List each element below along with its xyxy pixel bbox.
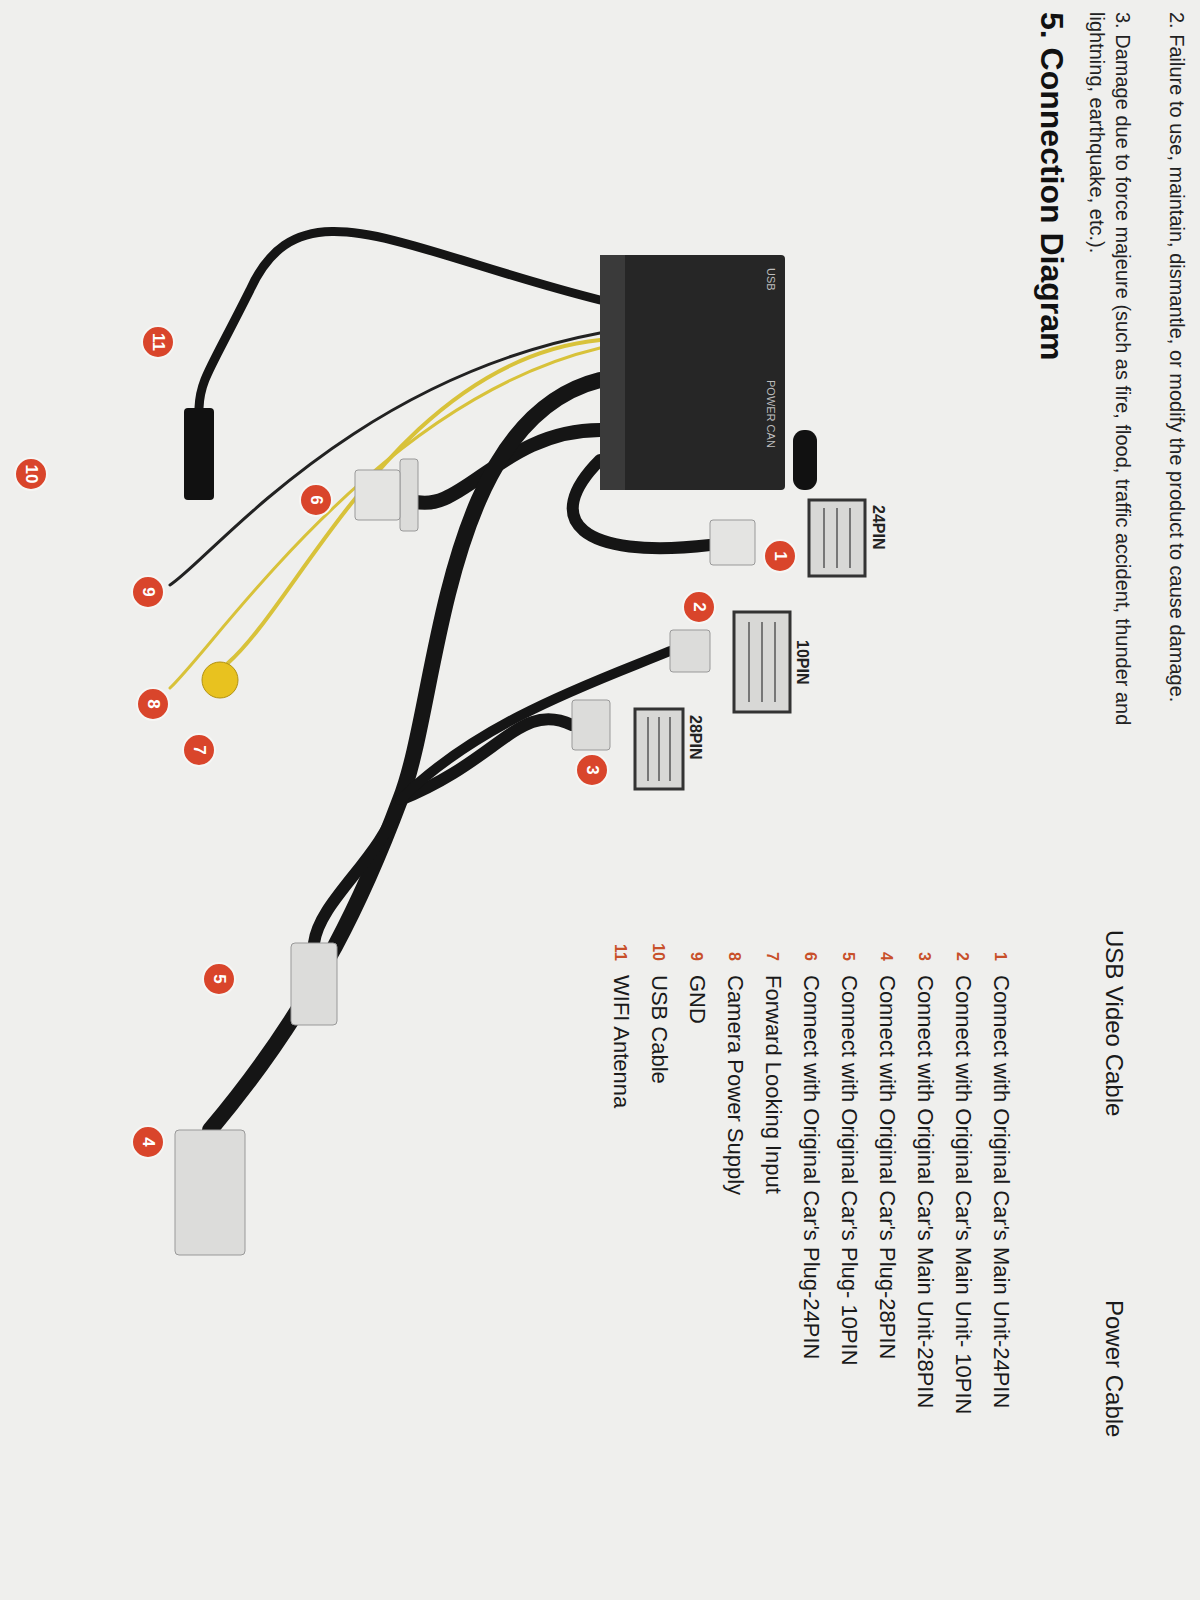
list-text: Connect with Original Car's Plug- 10PIN xyxy=(834,975,863,1575)
pin-count: 24PIN xyxy=(867,505,888,549)
callout-number: 10 xyxy=(14,457,48,491)
list-text: WIFI Antenna xyxy=(606,975,635,1575)
callout-text: 7 xyxy=(189,745,209,754)
callout-text: 2 xyxy=(689,602,709,611)
list-number: 2 xyxy=(951,925,972,961)
list-number: 1 xyxy=(989,925,1010,961)
list-number: 11 xyxy=(609,925,630,961)
section-heading: 5. Connection Diagram xyxy=(1030,12,1072,361)
callout-number: 1 xyxy=(763,539,797,573)
list-text: Connect with Original Car's Plug-24PIN xyxy=(796,975,825,1575)
list-text: USB Cable xyxy=(644,975,673,1575)
callout-number: 5 xyxy=(202,962,236,996)
callout-text: 5 xyxy=(209,974,229,983)
list-number: 9 xyxy=(685,925,706,961)
list-text: Connect with Original Car's Plug-28PIN xyxy=(872,975,901,1575)
list-text: Forward Looking Input xyxy=(758,975,787,1575)
callout-number: 4 xyxy=(131,1125,165,1159)
list-number: 5 xyxy=(837,925,858,961)
callout-number: 2 xyxy=(682,590,716,624)
list-number: 7 xyxy=(761,925,782,961)
callout-number: 3 xyxy=(575,753,609,787)
port-label: USB xyxy=(764,268,778,291)
warranty-note: 3. Damage due to force majeure (such as … xyxy=(1084,12,1136,772)
callout-number: 7 xyxy=(182,733,216,767)
product-label: USB Video Cable xyxy=(1099,930,1130,1116)
callout-text: 4 xyxy=(138,1137,158,1146)
callout-text: 3 xyxy=(582,765,602,774)
callout-number: 11 xyxy=(141,325,175,359)
callout-number: 6 xyxy=(299,483,333,517)
pin-count: 28PIN xyxy=(684,715,705,759)
list-number: 6 xyxy=(799,925,820,961)
callout-text: 8 xyxy=(143,699,163,708)
list-number: 4 xyxy=(875,925,896,961)
list-text: GND xyxy=(682,975,711,1575)
list-text: Connect with Original Car's Main Unit-24… xyxy=(986,975,1015,1575)
callout-number: 9 xyxy=(131,575,165,609)
callout-text: 1 xyxy=(770,551,790,560)
list-number: 8 xyxy=(723,925,744,961)
warranty-note: 2. Failure to use, maintain, dismantle, … xyxy=(1164,12,1190,772)
callout-text: 9 xyxy=(138,587,158,596)
list-text: Camera Power Supply xyxy=(720,975,749,1575)
list-number: 10 xyxy=(647,925,668,961)
pin-count: 10PIN xyxy=(791,640,812,684)
callout-number: 8 xyxy=(136,687,170,721)
callout-text: 10 xyxy=(21,465,41,484)
callout-text: 6 xyxy=(306,495,326,504)
list-text: Connect with Original Car's Main Unit- 1… xyxy=(948,975,977,1575)
list-text: Connect with Original Car's Main Unit-28… xyxy=(910,975,939,1575)
product-label: Power Cable xyxy=(1099,1300,1130,1437)
callout-text: 11 xyxy=(148,333,168,351)
list-number: 3 xyxy=(913,925,934,961)
port-label: POWER CAN xyxy=(764,380,778,448)
